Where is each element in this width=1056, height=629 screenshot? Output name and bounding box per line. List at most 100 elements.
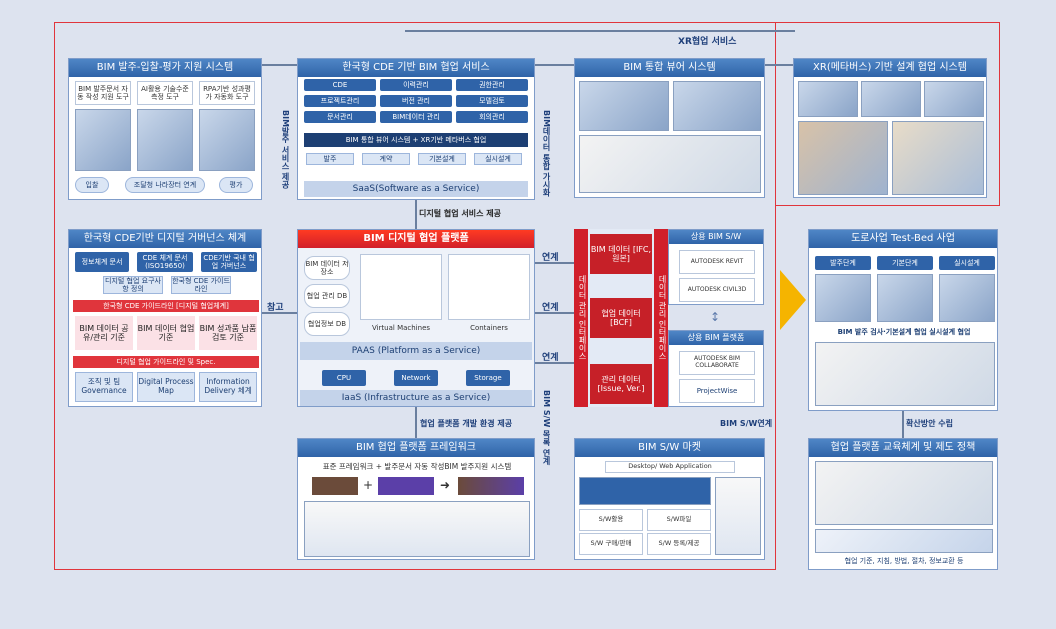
testbed-caption: BIM 발주 검사·기본설계 협업 실시설계 협업 bbox=[837, 327, 971, 336]
cde-panel-title: 한국형 CDE 기반 BIM 협업 서비스 bbox=[298, 59, 534, 77]
conn-testbed-policy bbox=[902, 411, 904, 438]
sw-link-arrow: ↕ bbox=[710, 309, 720, 324]
framework-table bbox=[304, 501, 530, 557]
platform-db-3: 협업정보 DB bbox=[304, 312, 350, 336]
gov-spec-3: Information Delivery 체계 bbox=[199, 372, 257, 402]
bid-flow-link: 조달청 나라장터 연계 bbox=[125, 177, 205, 193]
red-frame-left bbox=[54, 22, 776, 570]
vm-label: Virtual Machines bbox=[371, 323, 431, 332]
gov-guide-title: 한국형 CDE 가이드라인 [디지털 협업체계] bbox=[73, 300, 259, 312]
commercial-platform-panel: 상용 BIM 플랫폼 AUTODESK BIM COLLABORATE Proj… bbox=[668, 330, 764, 407]
gov-top-3: CDE기반 국내 협업 거버넌스 bbox=[201, 252, 257, 272]
governance-panel: 한국형 CDE기반 디지털 거버넌스 체계 정보체계 문서 CDE 체계 문서 … bbox=[68, 229, 262, 407]
data-item-collab: 협업 데이터 [BCF] bbox=[590, 298, 652, 338]
viewer-panel: BIM 통합 뷰어 시스템 bbox=[574, 58, 765, 198]
bim-collaborate-logo: AUTODESK BIM COLLABORATE bbox=[679, 351, 755, 375]
framework-arrow-icon: ➜ bbox=[439, 478, 451, 493]
bid-flow-bid: 입찰 bbox=[75, 177, 109, 193]
cde-cell-5: 버전 관리 bbox=[380, 95, 452, 107]
label-sw-list: BIM S/W 목록 연계 bbox=[542, 390, 551, 465]
testbed-stage-3: 실시설계 bbox=[939, 256, 995, 270]
iaas-label: IaaS (Infrastructure as a Service) bbox=[300, 390, 532, 406]
cde-panel: 한국형 CDE 기반 BIM 협업 서비스 CDE 이력관리 권한관리 프로젝트… bbox=[297, 58, 535, 200]
market-detail-view bbox=[715, 477, 761, 555]
viewer-screen-1 bbox=[579, 81, 669, 131]
framework-block-3 bbox=[458, 477, 524, 495]
gov-top-1: 정보체계 문서 bbox=[75, 252, 129, 272]
bid-doc-image bbox=[75, 109, 131, 171]
conn-platform-data-3 bbox=[535, 362, 574, 364]
market-grid bbox=[579, 477, 711, 505]
gov-spec-2: Digital Process Map bbox=[137, 372, 195, 402]
cde-cell-9: 회의관리 bbox=[456, 111, 528, 123]
label-link-3: 연계 bbox=[542, 353, 559, 363]
bid-ai-image bbox=[137, 109, 193, 171]
bid-rpa-image bbox=[199, 109, 255, 171]
label-expansion-plan: 확산방안 수립 bbox=[906, 419, 953, 428]
conn-cde-viewer bbox=[535, 64, 574, 66]
cde-cell-8: BIM데이터 관리 bbox=[380, 111, 452, 123]
xr-service-label: XR협업 서비스 bbox=[678, 37, 737, 47]
viewer-screen-2 bbox=[673, 81, 761, 131]
cde-cell-6: 모델검토 bbox=[456, 95, 528, 107]
framework-panel: BIM 협업 플랫폼 프레임워크 표준 프레임워크 + 발주문서 자동 작성BI… bbox=[297, 438, 535, 560]
xr-panel: XR(메타버스) 기반 설계 협업 시스템 bbox=[793, 58, 987, 198]
market-row-3: S/W파일 bbox=[647, 509, 711, 531]
gov-guide-3: BIM 성과품 납품 검토 기준 bbox=[199, 316, 257, 350]
label-reference: 참고 bbox=[267, 303, 284, 313]
market-panel-title: BIM S/W 마켓 bbox=[575, 439, 764, 457]
testbed-image-1 bbox=[815, 274, 871, 322]
civil3d-logo: AUTODESK CIVIL3D bbox=[679, 278, 755, 302]
platform-db-2: 협업 관리 DB bbox=[304, 284, 350, 308]
policy-image-2 bbox=[815, 529, 993, 553]
framework-block-2 bbox=[378, 477, 434, 495]
label-digital-service: 디지털 협업 서비스 제공 bbox=[419, 209, 501, 218]
commercial-platform-title: 상용 BIM 플랫폼 bbox=[669, 331, 763, 345]
cde-saas-label: SaaS(Software as a Service) bbox=[304, 181, 528, 197]
gov-spec-1: 조직 및 팀 Governance bbox=[75, 372, 133, 402]
testbed-image-4 bbox=[815, 342, 995, 406]
gov-mid-1: 디지털 협업 요구사항 정의 bbox=[103, 276, 163, 294]
cde-stage-4: 실시설계 bbox=[474, 153, 522, 165]
viewer-panel-title: BIM 통합 뷰어 시스템 bbox=[575, 59, 764, 77]
conn-gov-platform bbox=[262, 312, 297, 314]
iaas-network: Network bbox=[394, 370, 438, 386]
commercial-sw-panel: 상용 BIM S/W AUTODESK REVIT AUTODESK CIVIL… bbox=[668, 229, 764, 305]
governance-panel-title: 한국형 CDE기반 디지털 거버넌스 체계 bbox=[69, 230, 261, 248]
label-sw-link: BIM S/W연계 bbox=[720, 419, 773, 428]
revit-logo: AUTODESK REVIT bbox=[679, 250, 755, 274]
testbed-image-2 bbox=[877, 274, 933, 322]
data-interface-left: 데이터 관리 인터페이스 bbox=[574, 229, 588, 407]
label-link-1: 연계 bbox=[542, 253, 559, 263]
cde-cell-7: 문서관리 bbox=[304, 111, 376, 123]
platform-db-1: BIM 데이터 저장소 bbox=[304, 256, 350, 280]
platform-panel-title: BIM 디지털 협업 플랫폼 bbox=[298, 230, 534, 248]
market-row-4: S/W 등록/제공 bbox=[647, 533, 711, 555]
cde-cell-2: 이력관리 bbox=[380, 79, 452, 91]
market-search-bar[interactable]: Desktop/ Web Application bbox=[605, 461, 735, 473]
framework-panel-title: BIM 협업 플랫폼 프레임워크 bbox=[298, 439, 534, 457]
policy-panel-title: 협업 플랫폼 교육체계 및 제도 정책 bbox=[809, 439, 997, 457]
containers-label: Containers bbox=[470, 323, 508, 332]
framework-caption: 표준 프레임워크 + 발주문서 자동 작성BIM 발주지원 시스템 bbox=[322, 461, 512, 471]
iaas-storage: Storage bbox=[466, 370, 510, 386]
xr-image-3 bbox=[924, 81, 984, 117]
data-item-bim: BIM 데이터 [IFC, 원본] bbox=[590, 234, 652, 274]
policy-footer: 협업 기준, 지침, 방법, 절차, 정보교환 등 bbox=[844, 556, 964, 565]
conn-viewer-xr bbox=[765, 64, 793, 66]
label-bid-service: BIM발주 서비스 제공 bbox=[281, 110, 290, 189]
xr-panel-title: XR(메타버스) 기반 설계 협업 시스템 bbox=[794, 59, 986, 77]
gov-spec-title: 디지털 협업 가이드라인 및 Spec. bbox=[73, 356, 259, 368]
conn-platform-framework bbox=[415, 407, 417, 438]
cde-cell-4: 프로젝트관리 bbox=[304, 95, 376, 107]
xr-image-4 bbox=[798, 121, 888, 195]
data-interface-right: 데이터 관리 인터페이스 bbox=[654, 229, 668, 407]
market-row-1: S/W활용 bbox=[579, 509, 643, 531]
testbed-panel-title: 도로사업 Test-Bed 사업 bbox=[809, 230, 997, 248]
testbed-stage-1: 발주단계 bbox=[815, 256, 871, 270]
red-frame-right bbox=[776, 22, 1000, 206]
conn-cde-platform bbox=[415, 200, 417, 229]
conn-platform-data-2 bbox=[535, 312, 574, 314]
testbed-stage-2: 기본단계 bbox=[877, 256, 933, 270]
xr-image-2 bbox=[861, 81, 921, 117]
